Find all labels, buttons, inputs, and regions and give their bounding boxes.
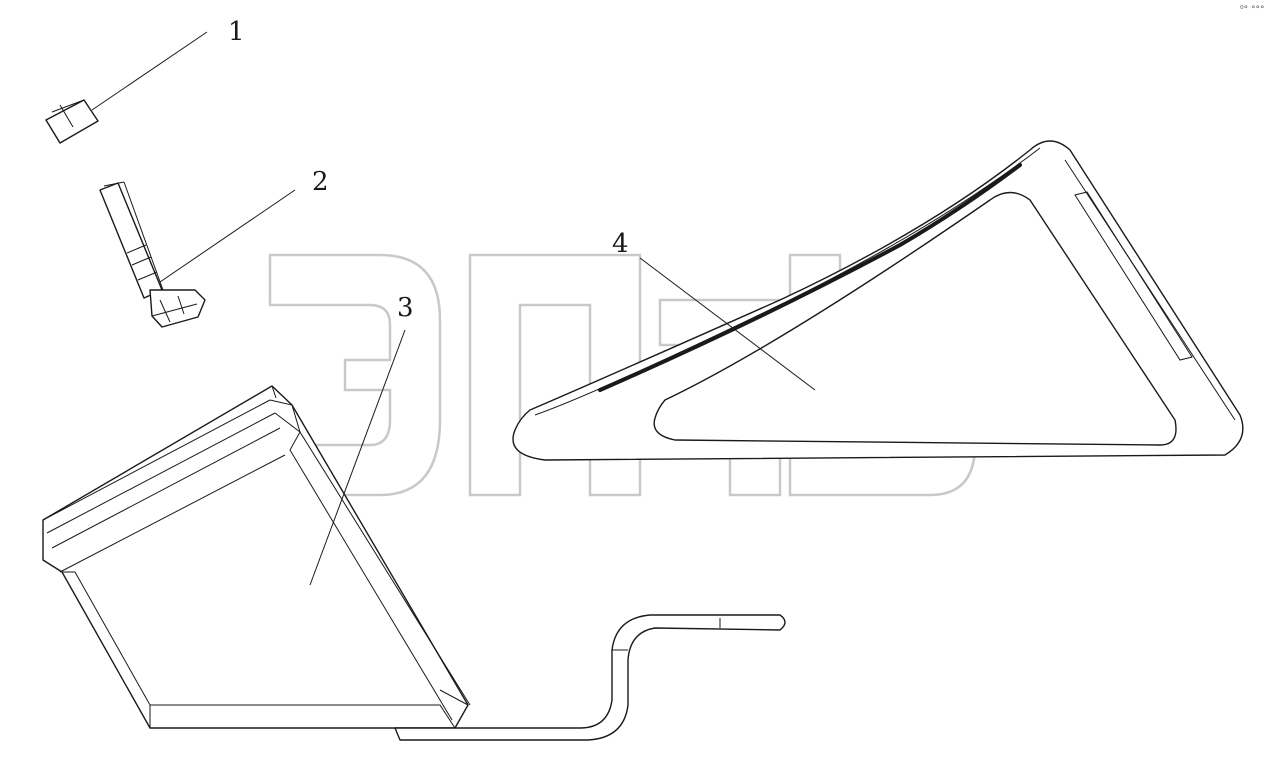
leader-line-1	[91, 31, 208, 111]
leader-lines	[91, 31, 816, 586]
callout-4: 4	[612, 229, 629, 259]
part-2-bolt	[99, 181, 206, 328]
leader-line-4	[639, 257, 816, 391]
watermark-letter-p	[468, 253, 642, 497]
corner-mark: ⁰° °°°	[1240, 5, 1264, 15]
part-4-triangular-bracket	[512, 140, 1244, 461]
callout-3: 3	[397, 293, 414, 323]
callout-2: 2	[312, 167, 329, 197]
part-1-nut	[45, 99, 99, 144]
leader-line-2	[159, 189, 296, 283]
callout-1: 1	[228, 17, 245, 47]
part-3-guard-plate	[42, 385, 786, 741]
leader-line-3	[309, 329, 406, 586]
